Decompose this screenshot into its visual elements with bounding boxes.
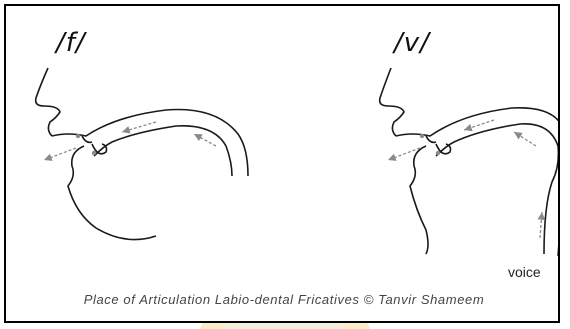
voice-label: voice	[508, 264, 541, 280]
left-head-outline	[36, 68, 248, 240]
figure-caption: Place of Articulation Labio-dental Frica…	[6, 292, 560, 307]
right-contact-point	[420, 134, 424, 138]
right-contact-point-lower	[436, 151, 440, 155]
figure-frame: /f/ /v/ voice Place of Articulation Labi…	[4, 4, 560, 323]
right-phoneme-label: /v/	[394, 28, 430, 58]
articulation-drawing	[6, 6, 560, 323]
left-phoneme-label: /f/	[56, 28, 86, 58]
left-contact-point	[76, 134, 80, 138]
left-contact-point-lower	[92, 151, 96, 155]
right-head-outline	[380, 68, 560, 256]
left-airflow-arrows	[44, 122, 216, 160]
